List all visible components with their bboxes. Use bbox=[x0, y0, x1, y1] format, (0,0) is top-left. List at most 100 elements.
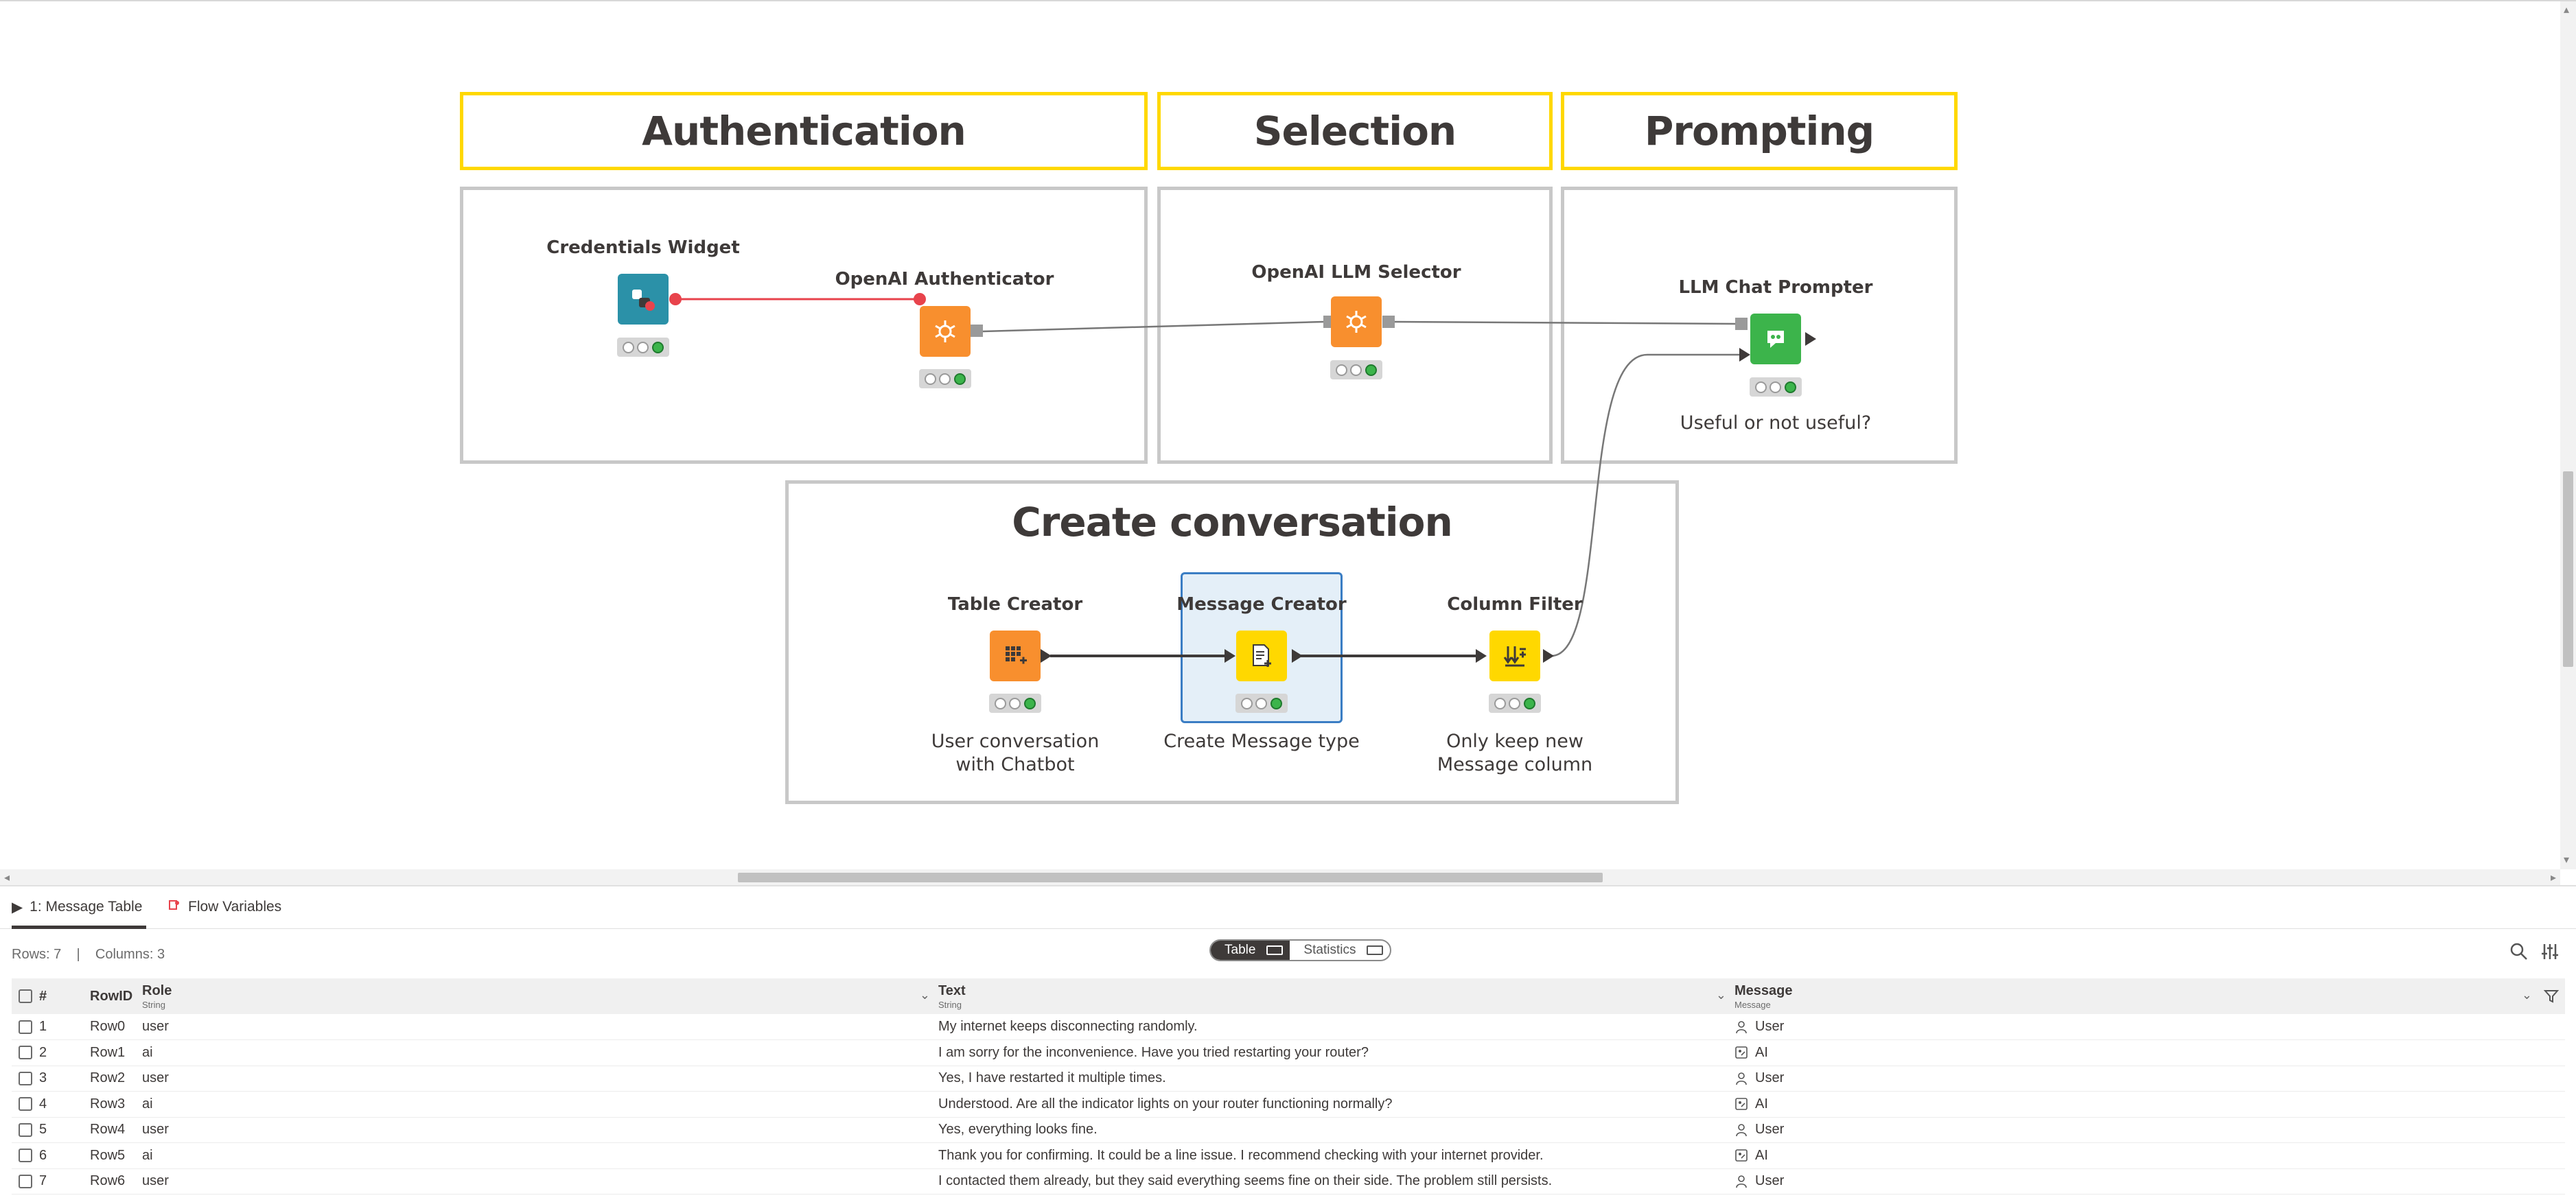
message-creator-node[interactable] bbox=[1236, 631, 1287, 681]
node-comment-table-creator[interactable]: User conversation with Chatbot bbox=[931, 730, 1100, 777]
row-checkbox[interactable] bbox=[19, 1046, 32, 1060]
select-all-checkbox[interactable] bbox=[19, 989, 32, 1004]
row-checkbox[interactable] bbox=[19, 1149, 32, 1163]
scroll-left-icon[interactable]: ◂ bbox=[4, 872, 10, 884]
row-checkbox[interactable] bbox=[19, 1071, 32, 1085]
cell-message: User bbox=[1734, 1066, 2565, 1092]
row-checkbox[interactable] bbox=[19, 1097, 32, 1111]
cell-text: I am sorry for the inconvenience. Have y… bbox=[938, 1044, 1369, 1060]
header-rowid[interactable]: RowID bbox=[90, 988, 133, 1004]
ai-message-icon bbox=[1735, 1098, 1748, 1111]
message-label: User bbox=[1755, 1019, 1785, 1034]
search-icon[interactable] bbox=[2509, 941, 2529, 962]
cell-index: 4 bbox=[39, 1096, 47, 1111]
row-checkbox[interactable] bbox=[19, 1020, 32, 1034]
row-select-cell bbox=[12, 1066, 39, 1092]
cell-message: User bbox=[1734, 1014, 2565, 1040]
node-title-column-filter[interactable]: Column Filter bbox=[1447, 594, 1583, 615]
openai-authenticator-node[interactable] bbox=[920, 306, 971, 357]
cell-message: AI bbox=[1734, 1040, 2565, 1066]
node-comment-llm-chat-prompter[interactable]: Useful or not useful? bbox=[1680, 412, 1872, 434]
node-title-openai-llm-selector[interactable]: OpenAI LLM Selector bbox=[1251, 262, 1461, 283]
annotation-authentication-header[interactable]: Authentication bbox=[460, 92, 1148, 170]
data-table: # RowID Role String ⌄ Text String ⌄ Mess… bbox=[12, 978, 2565, 1195]
settings-sliders-icon[interactable] bbox=[2540, 941, 2560, 962]
ai-message-icon bbox=[1735, 1046, 1748, 1059]
scroll-right-icon[interactable]: ▸ bbox=[2550, 872, 2556, 884]
node-title-openai-authenticator[interactable]: OpenAI Authenticator bbox=[835, 269, 1054, 290]
row-select-cell bbox=[12, 1143, 39, 1169]
column-filter-node[interactable] bbox=[1489, 631, 1540, 681]
header-type: String bbox=[938, 999, 962, 1010]
cell-role: user bbox=[142, 1122, 169, 1138]
table-creator-node[interactable] bbox=[990, 631, 1041, 681]
comment-line: User conversation bbox=[931, 731, 1100, 752]
header-message[interactable]: Message Message ⌄ bbox=[1734, 978, 2565, 1014]
prompter-model-port bbox=[1735, 318, 1748, 330]
tab-message-table[interactable]: ▶ 1: Message Table bbox=[12, 899, 146, 929]
node-status-openai-llm-selector bbox=[1330, 360, 1382, 379]
header-text[interactable]: Text String ⌄ bbox=[938, 978, 1734, 1014]
horizontal-scroll-thumb[interactable] bbox=[738, 873, 1603, 882]
credentials-widget-node[interactable] bbox=[618, 274, 669, 325]
message-label: User bbox=[1755, 1070, 1785, 1086]
chevron-down-icon[interactable]: ⌄ bbox=[919, 988, 930, 1002]
filter-to-prompter-connection bbox=[1551, 353, 1743, 657]
header-role[interactable]: Role String ⌄ bbox=[142, 978, 938, 1014]
vertical-scroll-thumb[interactable] bbox=[2563, 471, 2573, 667]
tab-label: 1: Message Table bbox=[30, 899, 143, 915]
row-select-cell bbox=[12, 1014, 39, 1040]
annotation-selection-header[interactable]: Selection bbox=[1157, 92, 1553, 170]
canvas-vertical-scrollbar[interactable]: ▴ ▾ bbox=[2560, 1, 2576, 869]
chevron-down-icon[interactable]: ⌄ bbox=[2521, 988, 2532, 1002]
node-title-credentials-widget[interactable]: Credentials Widget bbox=[546, 237, 740, 258]
cell-role: ai bbox=[142, 1044, 153, 1060]
row-checkbox[interactable] bbox=[19, 1122, 32, 1137]
cell-index: 7 bbox=[39, 1173, 47, 1189]
node-comment-message-creator[interactable]: Create Message type bbox=[1163, 731, 1360, 752]
header-label: Text bbox=[938, 983, 966, 998]
cell-index: 3 bbox=[39, 1070, 47, 1086]
chevron-down-icon[interactable]: ⌄ bbox=[1715, 988, 1726, 1002]
node-title-table-creator[interactable]: Table Creator bbox=[947, 594, 1083, 615]
selector-to-prompter-connection bbox=[1389, 320, 1739, 325]
play-icon: ▶ bbox=[12, 899, 23, 915]
workflow-canvas[interactable]: Authentication Selection Prompting Creat… bbox=[0, 0, 2576, 885]
node-comment-column-filter[interactable]: Only keep new Message column bbox=[1437, 730, 1592, 777]
table-view-button[interactable]: Table bbox=[1211, 941, 1290, 960]
filter-icon[interactable] bbox=[2543, 988, 2560, 1004]
brain-chat-icon bbox=[1767, 331, 1784, 348]
cell-text: Yes, I have restarted it multiple times. bbox=[938, 1070, 1166, 1086]
node-status-openai-authenticator bbox=[919, 369, 971, 388]
node-title-message-creator[interactable]: Message Creator bbox=[1176, 594, 1347, 615]
annotation-authentication-box[interactable] bbox=[460, 187, 1148, 464]
openai-llm-selector-node[interactable] bbox=[1331, 296, 1382, 347]
row-checkbox[interactable] bbox=[19, 1174, 32, 1188]
scroll-down-icon[interactable]: ▾ bbox=[2564, 854, 2570, 866]
flow-variable-icon bbox=[169, 900, 179, 910]
scroll-up-icon[interactable]: ▴ bbox=[2564, 4, 2570, 16]
toggle-label: Table bbox=[1225, 943, 1256, 957]
annotation-prompting-header[interactable]: Prompting bbox=[1561, 92, 1958, 170]
annotation-title: Authentication bbox=[642, 108, 966, 154]
statistics-view-icon bbox=[1367, 945, 1384, 955]
header-label: Role bbox=[142, 983, 172, 998]
node-status-column-filter bbox=[1489, 694, 1541, 713]
canvas-horizontal-scrollbar[interactable]: ◂ ▸ bbox=[0, 869, 2560, 885]
user-icon bbox=[1736, 1020, 1747, 1033]
cell-message: User bbox=[1734, 1117, 2565, 1143]
node-title-llm-chat-prompter[interactable]: LLM Chat Prompter bbox=[1678, 277, 1873, 298]
cell-index: 5 bbox=[39, 1122, 47, 1138]
rows-count: Rows: 7 bbox=[12, 947, 62, 962]
row-select-cell bbox=[12, 1040, 39, 1066]
tab-flow-variables[interactable]: Flow Variables bbox=[167, 899, 281, 929]
llm-chat-prompter-node[interactable] bbox=[1750, 314, 1801, 364]
statistics-view-button[interactable]: Statistics bbox=[1290, 941, 1390, 960]
